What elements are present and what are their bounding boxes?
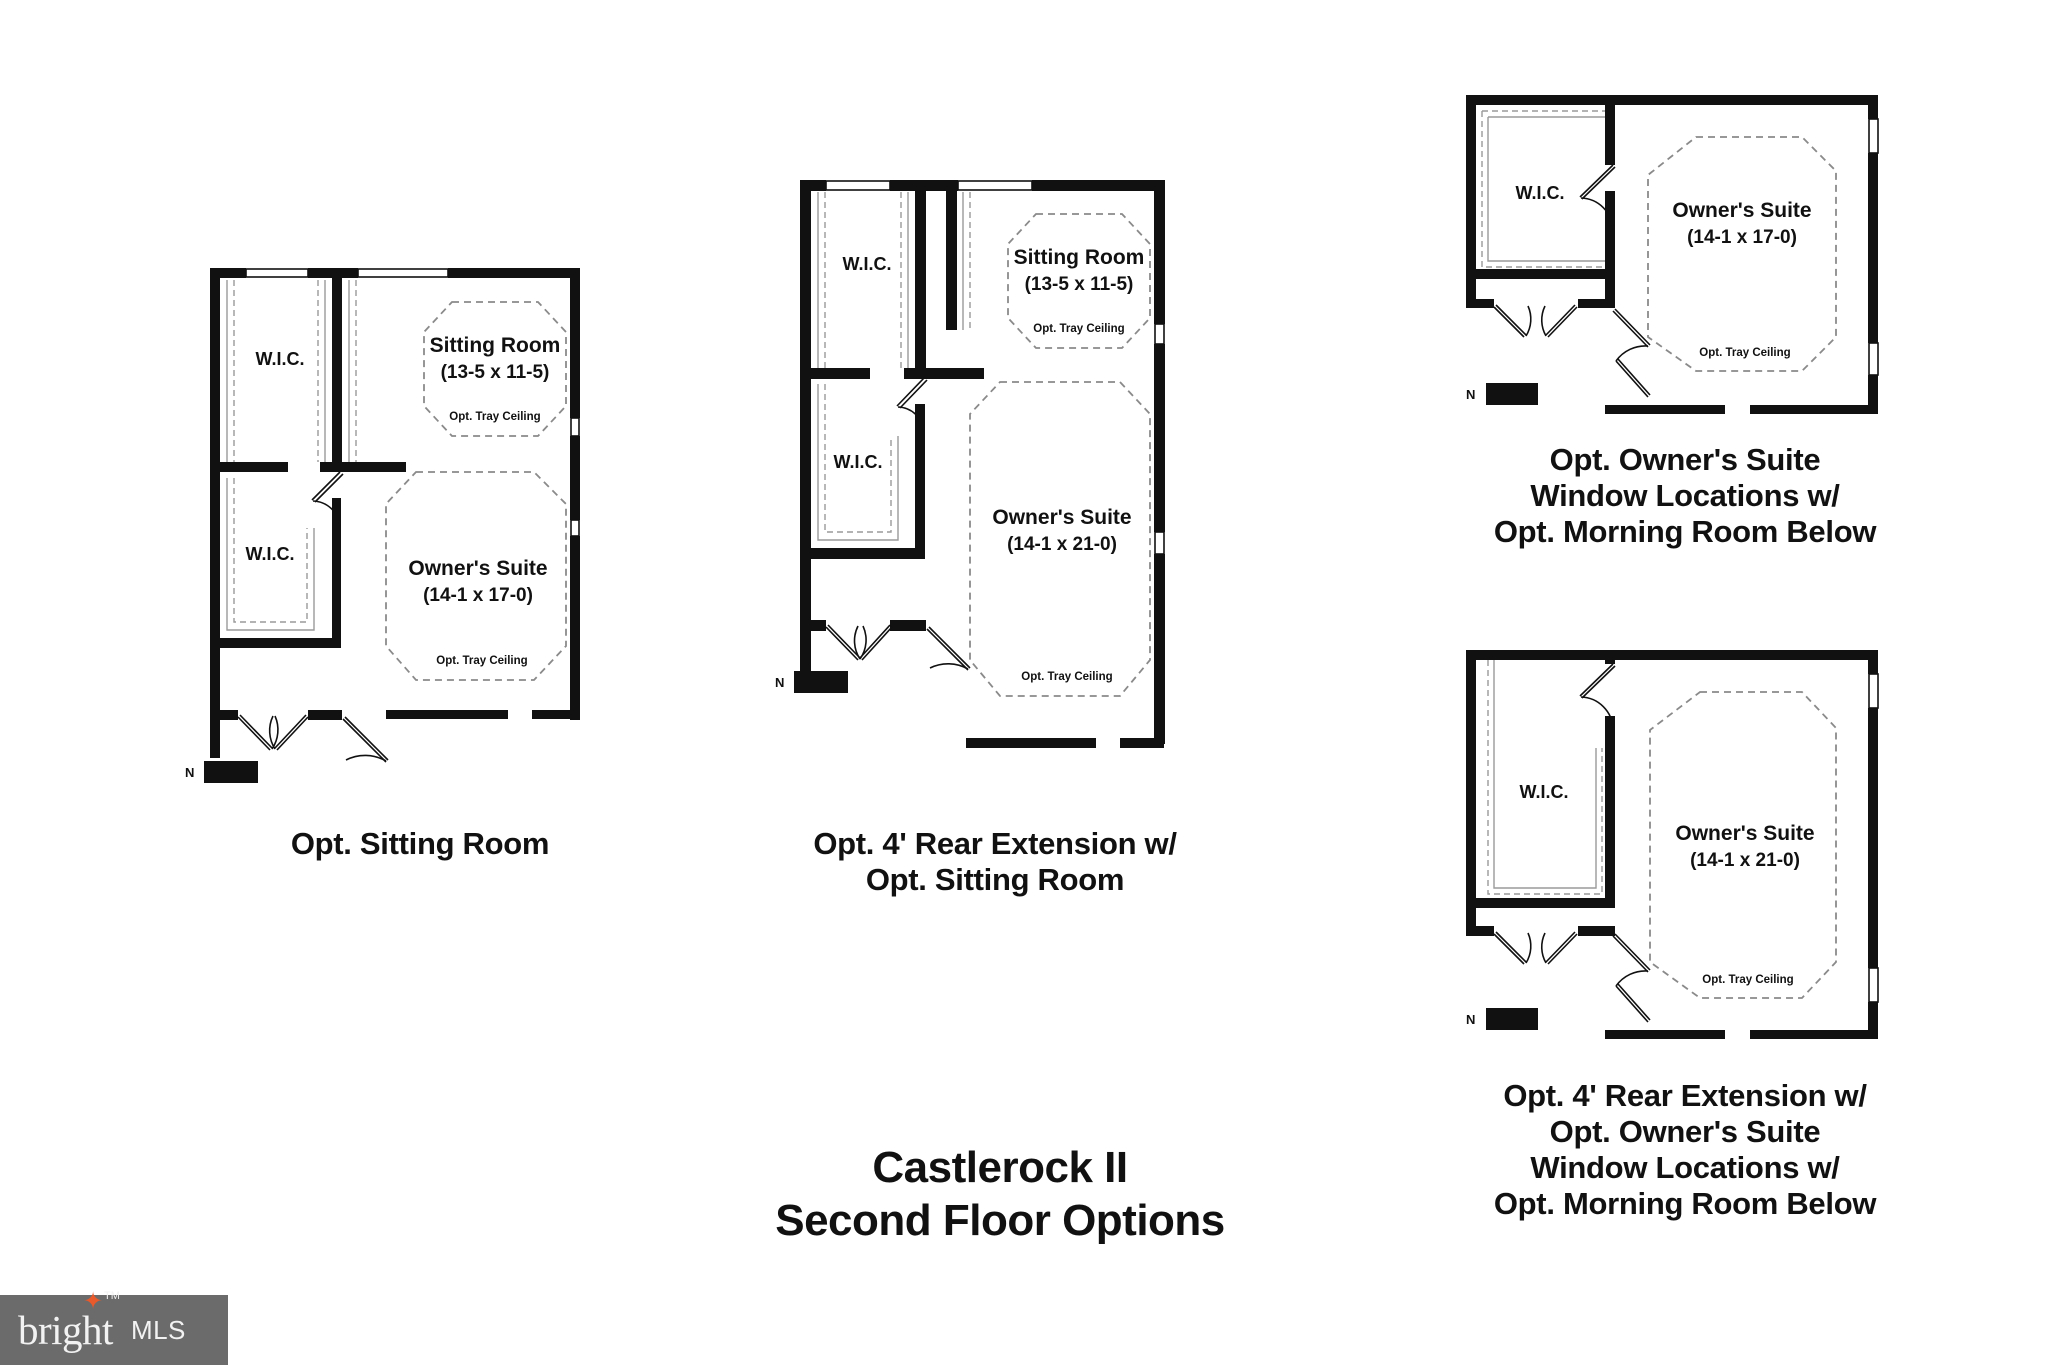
- plan-4-walls: [1466, 650, 1878, 1039]
- plan-3-compass-label: N: [1466, 387, 1475, 402]
- plan-4-compass-label: N: [1466, 1012, 1475, 1027]
- plan-4-door-swings: [1493, 663, 1651, 1023]
- plan-1-owners-suite-tray-outline: [385, 471, 567, 681]
- plan-3-caption: Opt. Owner's Suite Window Locations w/ O…: [1493, 442, 1877, 549]
- plan-2-sitting-room-dimensions: (13-5 x 11-5): [1025, 274, 1134, 295]
- plan-4-owners-suite-dimensions: (14-1 x 21-0): [1690, 850, 1800, 871]
- plan-4-owners-suite-name: Owner's Suite: [1675, 822, 1814, 845]
- plan-3-closet-shelving: [1487, 116, 1605, 262]
- star-icon: ✦: [83, 1288, 104, 1315]
- plan-2-wic-upper-label: W.I.C.: [843, 254, 892, 274]
- bright-mls-watermark: bright ✦ TM MLS: [0, 1288, 228, 1365]
- plan-2-wic-lower-label: W.I.C.: [834, 452, 883, 472]
- floor-plan-rear-extension-owners-suite-windows: N W.I.C. Owner's Suite (14-1 x 21-0) Opt…: [1450, 630, 1920, 1060]
- plan-1-wic-lower-label: W.I.C.: [246, 544, 295, 564]
- plan-1-caption: Opt. Sitting Room: [290, 826, 550, 861]
- plan-2-owners-suite-tray-outline: [969, 381, 1151, 697]
- plan-3-compass: N: [1466, 383, 1538, 405]
- plan-1-owners-suite-dimensions: (14-1 x 17-0): [423, 585, 533, 606]
- plan-4-caption: Opt. 4' Rear Extension w/ Opt. Owner's S…: [1493, 1078, 1877, 1221]
- plan-3-owners-suite-tray-outline: [1647, 136, 1837, 372]
- plan-2-sitting-room-tray-outline: [1007, 213, 1151, 349]
- plan-2-closet-shelving: [817, 192, 964, 541]
- plan-4-windows: [1868, 673, 1879, 1003]
- plan-1-compass-label: N: [185, 765, 194, 780]
- plan-2-sitting-room-tray-note: Opt. Tray Ceiling: [1033, 323, 1124, 335]
- page-title: Castlerock II Second Floor Options: [775, 1143, 1225, 1245]
- floor-plan-owners-suite-windows: N W.I.C. Owner's Suite (14-1 x 17-0) Opt…: [1450, 75, 1920, 425]
- plan-4-drawing: N W.I.C. Owner's Suite (14-1 x 21-0) Opt…: [1466, 650, 1879, 1039]
- plan-1-closet-shelving: [226, 280, 350, 631]
- plan-3-owners-suite-dimensions: (14-1 x 17-0): [1687, 227, 1797, 248]
- plan-4-owners-suite-tray-outline: [1649, 691, 1837, 999]
- trademark-icon: TM: [104, 1290, 120, 1302]
- plan-1-walls: [210, 268, 580, 758]
- plan-2-compass-label: N: [775, 675, 784, 690]
- plan-2-sitting-room-name: Sitting Room: [1014, 246, 1145, 269]
- plan-4-closet-shelving: [1493, 660, 1597, 889]
- plan-3-windows: [1868, 118, 1879, 376]
- plan-1-closet-dashed: [233, 280, 357, 623]
- plan-1-sitting-room-tray-note: Opt. Tray Ceiling: [449, 411, 540, 423]
- plan-1-door-swings: [237, 471, 389, 763]
- plan-3-walls: [1466, 95, 1878, 414]
- plan-2-closet-dashed: [824, 192, 971, 533]
- plan-3-closet-dashed: [1481, 110, 1605, 268]
- plan-3-owners-suite-tray-note: Opt. Tray Ceiling: [1699, 347, 1790, 359]
- watermark-brand-text: bright: [18, 1306, 113, 1353]
- plan-1-compass: N: [185, 761, 258, 783]
- plan-1-drawing: N W.I.C. W.I.C. Sitting Room (13-5 x 11-…: [185, 268, 580, 783]
- plan-3-wic-label: W.I.C.: [1516, 183, 1565, 203]
- watermark-mls-text: MLS: [130, 1315, 186, 1345]
- plan-2-caption: Opt. 4' Rear Extension w/ Opt. Sitting R…: [813, 826, 1177, 897]
- plan-1-owners-suite-tray-note: Opt. Tray Ceiling: [436, 655, 527, 667]
- floor-plan-opt-sitting-room: N W.I.C. W.I.C. Sitting Room (13-5 x 11-…: [180, 240, 600, 800]
- plan-4-closet-dashed: [1487, 660, 1603, 895]
- plan-2-owners-suite-name: Owner's Suite: [992, 506, 1131, 529]
- floor-plan-rear-extension-sitting-room: N W.I.C. W.I.C. Sitting Room (13-5 x 11-…: [770, 168, 1210, 808]
- plan-1-sitting-room-dimensions: (13-5 x 11-5): [441, 362, 550, 383]
- plan-1-windows: [245, 268, 580, 537]
- plan-4-owners-suite-tray-note: Opt. Tray Ceiling: [1702, 974, 1793, 986]
- plan-2-owners-suite-tray-note: Opt. Tray Ceiling: [1021, 671, 1112, 683]
- plan-3-drawing: N W.I.C. Owner's Suite (14-1 x 17-0) Opt…: [1466, 95, 1879, 414]
- plan-1-wic-upper-label: W.I.C.: [256, 349, 305, 369]
- plan-4-compass: N: [1466, 1008, 1538, 1030]
- plan-2-drawing: N W.I.C. W.I.C. Sitting Room (13-5 x 11-…: [775, 180, 1165, 748]
- plan-2-compass: N: [775, 671, 848, 693]
- plan-2-door-swings: [825, 377, 971, 671]
- plan-1-sitting-room-tray-outline: [423, 301, 567, 437]
- plan-3-door-swings: [1493, 164, 1651, 398]
- plan-1-sitting-room-name: Sitting Room: [430, 334, 561, 357]
- plan-3-owners-suite-name: Owner's Suite: [1672, 199, 1811, 222]
- plan-2-owners-suite-dimensions: (14-1 x 21-0): [1007, 534, 1117, 555]
- plan-4-wic-label: W.I.C.: [1520, 782, 1569, 802]
- plan-2-windows: [825, 180, 1165, 555]
- plan-2-walls: [800, 180, 1165, 748]
- plan-1-owners-suite-name: Owner's Suite: [408, 557, 547, 580]
